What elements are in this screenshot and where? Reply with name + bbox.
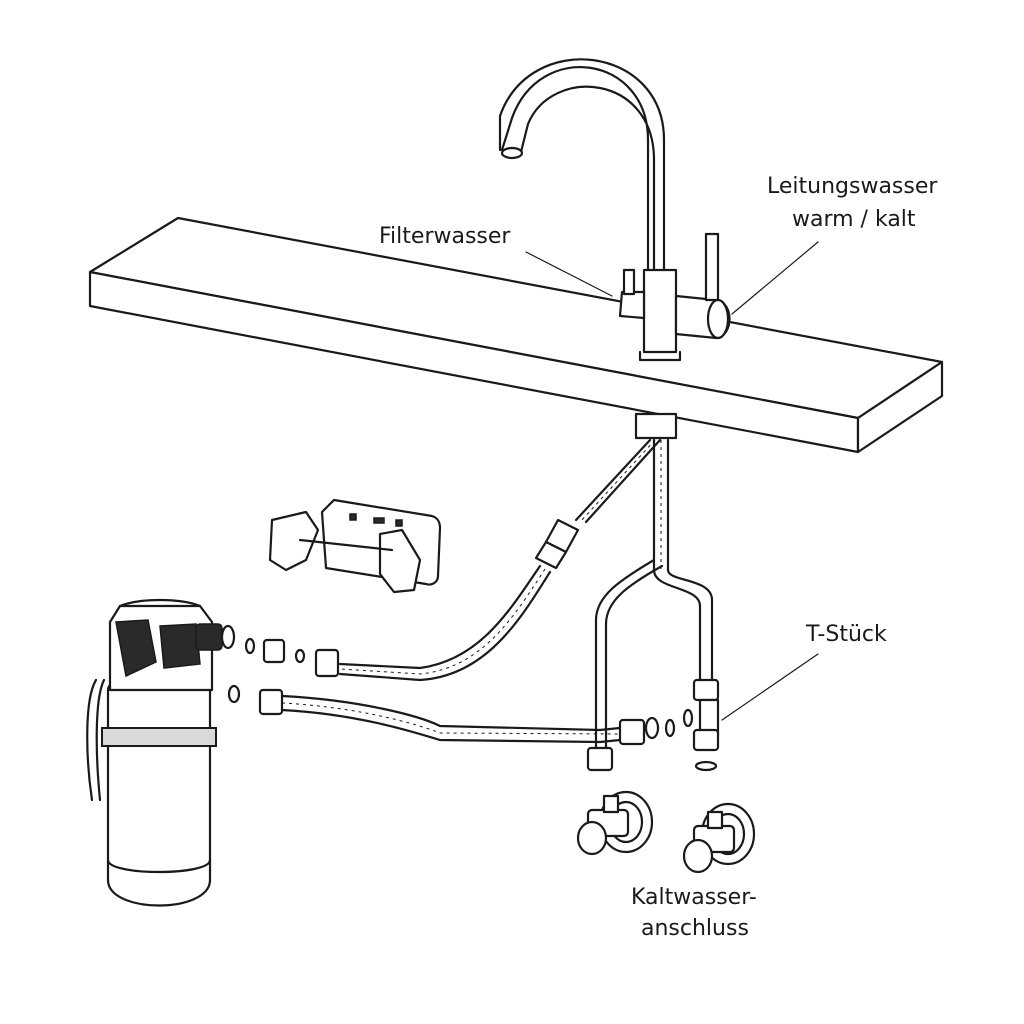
label-filterwasser: Filterwasser (379, 224, 511, 249)
faucet (498, 58, 731, 362)
angle-valve-left (576, 790, 654, 856)
filter-inlet-hose (258, 688, 676, 746)
lower-nut (586, 746, 614, 772)
hose-connector (534, 518, 580, 570)
label-t-stueck: T-Stück (806, 622, 887, 647)
label-kaltwasser-line2: anschluss (641, 916, 749, 941)
leader-lines (525, 241, 819, 721)
wall-bracket (268, 498, 442, 594)
t-piece (682, 678, 720, 772)
label-leitungswasser-line1: Leitungswasser (767, 174, 938, 199)
label-leitungswasser-line2: warm / kalt (792, 207, 916, 232)
fittings (227, 637, 306, 704)
countertop (88, 216, 944, 454)
water-filter (86, 598, 236, 907)
label-kaltwasser-line1: Kaltwasser- (631, 885, 757, 910)
angle-valve-right (682, 802, 756, 874)
mounting-block (634, 412, 678, 440)
faucet-hoses (574, 438, 714, 752)
filter-outlet-hose (314, 564, 552, 682)
